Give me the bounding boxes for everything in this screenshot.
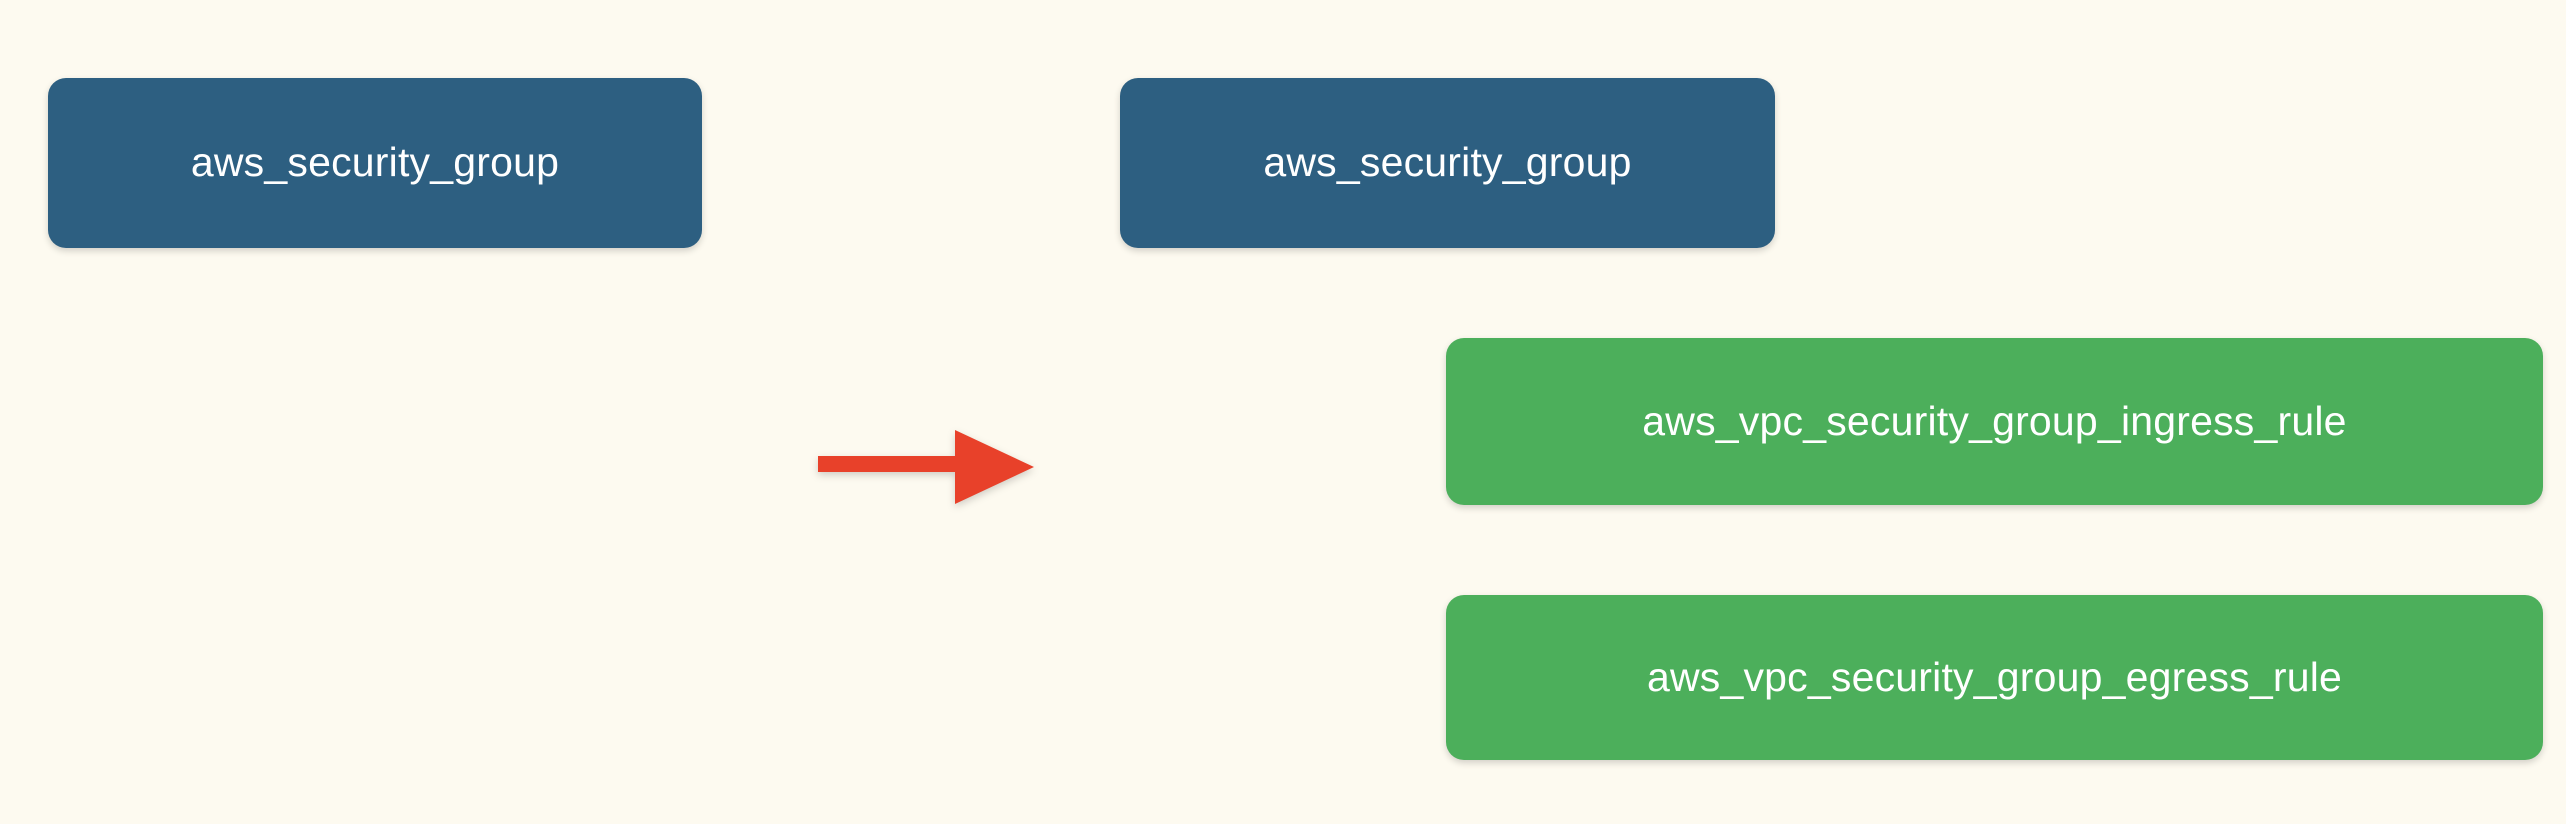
node-before-aws-security-group[interactable]: aws_security_group [48,78,702,248]
node-label: aws_security_group [190,139,560,186]
node-label: aws_vpc_security_group_ingress_rule [1642,397,2347,444]
node-label: aws_vpc_security_group_egress_rule [1646,653,2343,700]
node-after-aws-vpc-security-group-ingress-rule[interactable]: aws_vpc_security_group_ingress_rule [1446,338,2543,505]
arrow-right-icon [818,430,1034,504]
node-after-aws-security-group[interactable]: aws_security_group [1120,78,1775,248]
node-after-aws-vpc-security-group-egress-rule[interactable]: aws_vpc_security_group_egress_rule [1446,595,2543,760]
arrow-right-shape [818,430,1034,504]
node-label: aws_security_group [1263,139,1632,186]
